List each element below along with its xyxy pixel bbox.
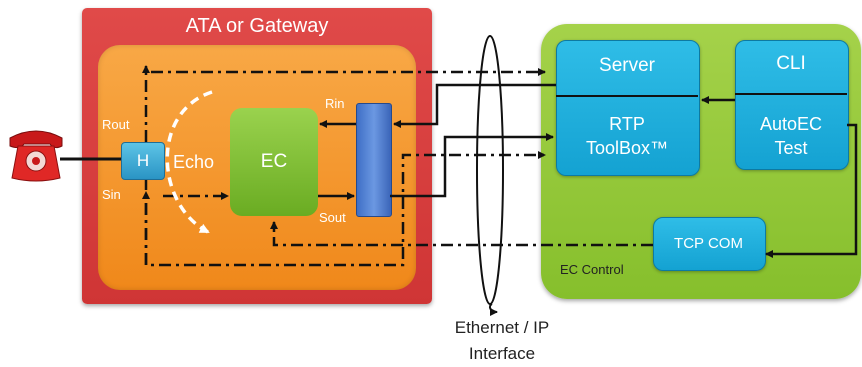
rout-loop-path	[144, 68, 546, 142]
echo-canceller-block: EC	[230, 108, 318, 216]
ethernet-interface-label: Ethernet / IP Interface	[432, 315, 572, 367]
rtp-label-line2: ToolBox™	[585, 138, 669, 158]
cli-to-tcp-line	[765, 123, 858, 258]
ec-label: EC	[260, 151, 288, 172]
echo-arc	[165, 90, 213, 234]
rin-label: Rin	[325, 96, 345, 111]
autoec-test-label: AutoEC Test	[735, 106, 847, 166]
control-path	[270, 221, 653, 247]
cli-divider	[735, 93, 847, 95]
echo-label: Echo	[173, 152, 215, 172]
cli-label: CLI	[776, 53, 806, 74]
autoec-label-line2: Test	[774, 138, 808, 158]
phone-icon	[9, 130, 63, 182]
autoec-label-line1: AutoEC	[759, 114, 823, 134]
interface-label-line1: Ethernet / IP	[454, 318, 550, 337]
server-to-bus-line	[393, 83, 556, 128]
cli-autoec-module	[735, 40, 849, 170]
hybrid-label: H	[136, 151, 150, 170]
server-label: Server	[599, 55, 655, 76]
tcp-com-module	[653, 217, 766, 271]
ethernet-ellipse	[476, 35, 504, 305]
interface-pointer	[488, 303, 498, 316]
server-divider	[556, 95, 698, 97]
ec-control-label: EC Control	[560, 262, 624, 277]
rtp-toolbox-label: RTP ToolBox™	[556, 106, 698, 166]
interface-label-line2: Interface	[468, 344, 536, 363]
tcp-com-label: TCP COM	[674, 234, 743, 252]
rout-label: Rout	[102, 117, 130, 132]
sout-label: Sout	[319, 210, 346, 225]
ata-gateway-title: ATA or Gateway	[185, 14, 329, 37]
hybrid-block: H	[121, 142, 165, 180]
server-rtp-module	[556, 40, 700, 176]
network-bus-block	[356, 103, 392, 217]
rtp-label-line1: RTP	[609, 114, 645, 134]
sin-label: Sin	[102, 187, 121, 202]
bus-to-rtp-line	[390, 133, 554, 198]
